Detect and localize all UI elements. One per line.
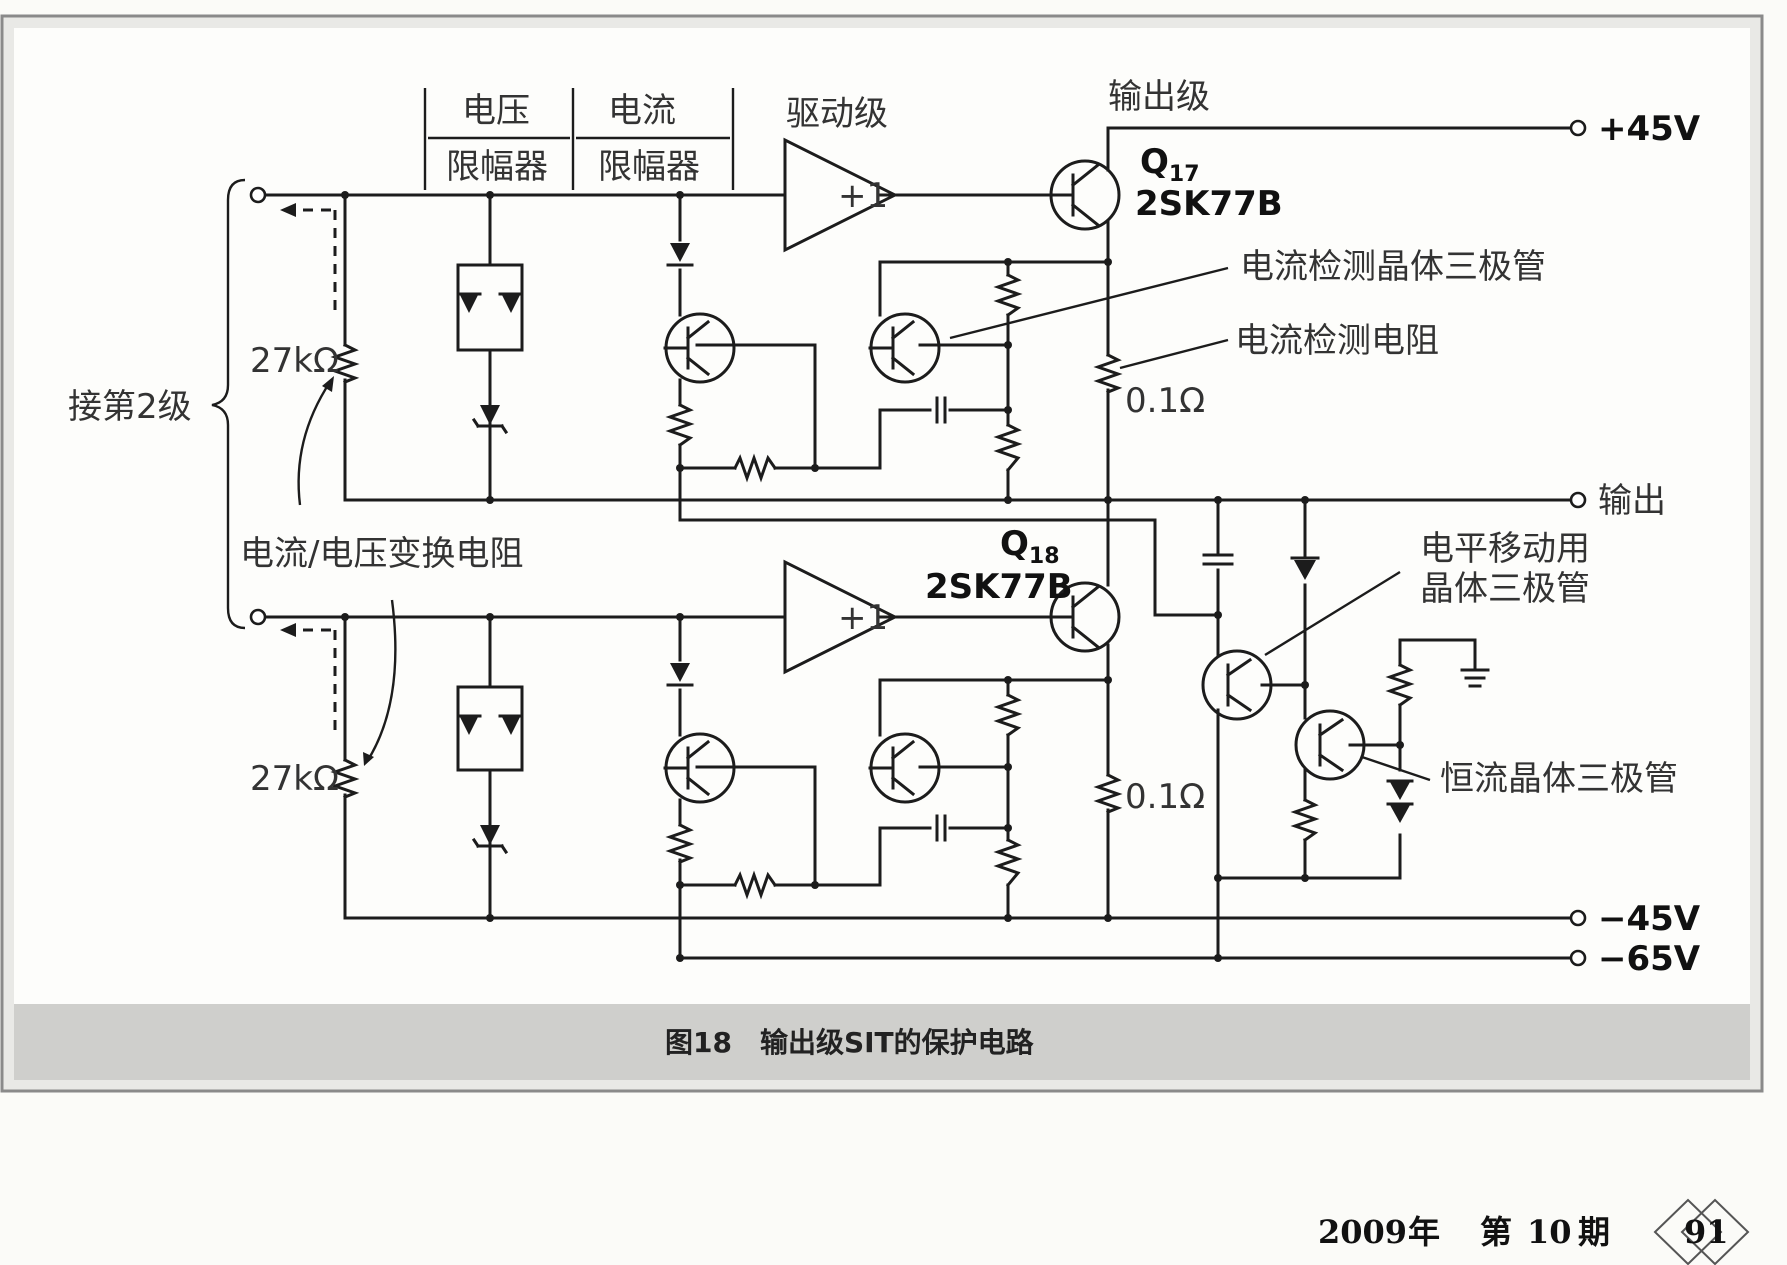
resistor-sense-bottom (1093, 772, 1123, 814)
label-27k-bottom: 27kΩ (250, 759, 339, 799)
label-voltage: 电压 (462, 91, 530, 131)
label-r01-top: 0.1Ω (1125, 381, 1205, 421)
caption-band (14, 1004, 1750, 1080)
resistor-27k-top (330, 342, 360, 384)
buffer-bottom (783, 559, 899, 675)
label-to-stage2: 接第2级 (68, 387, 192, 427)
label-q18: Q18 (1000, 524, 1060, 569)
label-r01-bottom: 0.1Ω (1125, 777, 1205, 817)
resistor-level-shift (1290, 797, 1320, 843)
junction-dots (341, 191, 1404, 962)
resistor-feedback-top (732, 453, 778, 483)
circuit-area (14, 28, 1750, 1004)
voltage-limiter-bottom (456, 685, 524, 855)
resistor-bias-bottom-2 (993, 837, 1023, 888)
footer-issue-number: 10 (1527, 1213, 1572, 1251)
iv-pointer-top (297, 381, 332, 506)
resistor-feedback-bottom (732, 870, 778, 900)
resistor-emitter-top (665, 402, 695, 448)
input-terminal-top (249, 186, 267, 204)
resistor-bias-bottom-1 (993, 692, 1023, 738)
footer-year-unit: 年 (1408, 1213, 1440, 1251)
resistor-27k-bottom (330, 757, 360, 799)
label-rail-output: 输出 (1598, 481, 1666, 521)
resistor-cc-upper (1385, 662, 1415, 708)
input-section (211, 178, 397, 766)
resistor-emitter-bottom (665, 822, 695, 864)
label-current-limiter: 限幅器 (598, 147, 700, 187)
top-channel-wiring (263, 126, 1572, 617)
resistor-bias-top-2 (993, 422, 1023, 473)
limiter-header-grid (423, 88, 735, 190)
resistor-sense-top (1093, 352, 1123, 394)
double-diamond-icon (1653, 1198, 1750, 1265)
label-level-shift-1: 电平移动用 (1420, 529, 1590, 569)
label-current-detect-transistor: 电流检测晶体三极管 (1240, 247, 1546, 287)
label-q18-part: 2SK77B (925, 567, 1073, 607)
label-constant-current-transistor: 恒流晶体三极管 (1440, 759, 1678, 799)
footer-issue-unit: 期 (1578, 1213, 1610, 1251)
label-buffer-bottom: +1 (838, 598, 888, 638)
footer-issue-prefix: 第 (1480, 1213, 1512, 1251)
transistors (663, 159, 1366, 804)
current-limiter-diodes (666, 243, 1414, 823)
buffer-top (783, 137, 899, 253)
label-driver-stage: 驱动级 (786, 94, 888, 134)
iv-pointer-bottom (366, 599, 397, 761)
label-q17: Q17 (1140, 142, 1200, 187)
footer-year: 2009 (1318, 1213, 1407, 1251)
label-rail-neg65: −65V (1598, 939, 1701, 979)
label-rail-pos45: +45V (1598, 109, 1701, 149)
capacitors (935, 396, 1234, 842)
label-level-shift-2: 晶体三极管 (1420, 569, 1590, 609)
label-voltage-limiter: 限幅器 (446, 147, 548, 187)
label-current-detect-resistor: 电流检测电阻 (1235, 321, 1439, 361)
label-current: 电流 (608, 91, 676, 131)
label-27k-top: 27kΩ (250, 341, 339, 381)
label-rail-neg45: −45V (1598, 899, 1701, 939)
bottom-channel-wiring (263, 615, 1572, 960)
resistor-bias-top-1 (993, 272, 1023, 318)
figure-caption: 图18 输出级SIT的保护电路 (665, 1026, 1035, 1059)
resistors (330, 272, 1415, 900)
label-output-stage: 输出级 (1108, 77, 1210, 117)
input-brace (211, 178, 246, 630)
voltage-limiter-top (456, 263, 524, 435)
label-q17-part: 2SK77B (1135, 184, 1283, 224)
label-buffer-top: +1 (838, 176, 888, 216)
input-terminal-bottom (249, 608, 267, 626)
callout-lines (949, 266, 1431, 782)
label-iv-convert-resistor: 电流/电压变换电阻 (240, 534, 523, 574)
footer-page-number: 91 (1684, 1213, 1729, 1251)
output-terminals (1569, 119, 1587, 967)
